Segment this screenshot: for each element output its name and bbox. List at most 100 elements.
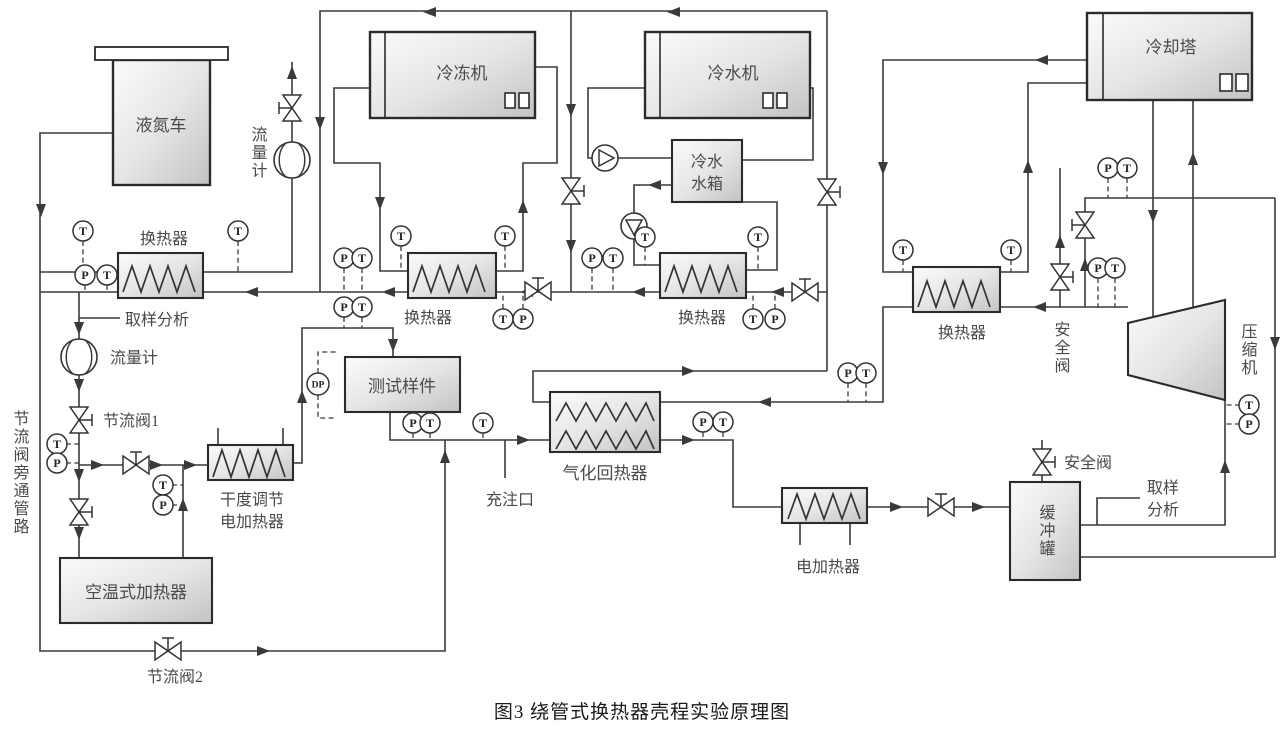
cold-water-tank (670, 138, 744, 204)
svg-text:P: P (1245, 417, 1252, 431)
temperature-indicator: T (1104, 257, 1126, 279)
sampling-analysis-2-label: 取样 (1147, 479, 1179, 497)
svg-text:T: T (899, 243, 907, 257)
svg-text:P: P (340, 251, 347, 265)
temperature-indicator: T (602, 247, 624, 269)
svg-text:DP: DP (312, 381, 325, 391)
air-temp-heater-box (58, 556, 214, 625)
electric-heater-box (780, 486, 869, 525)
cooling-tower (1085, 11, 1254, 102)
safety-valve-2-label: 安全阀 (1064, 454, 1112, 472)
pressure-indicator: P (46, 452, 68, 474)
pressure-indicator: P (333, 296, 355, 318)
svg-text:P: P (409, 416, 416, 430)
temperature-indicator: T (1000, 239, 1022, 261)
svg-text:P: P (81, 268, 88, 282)
pressure-indicator: P (581, 247, 603, 269)
sampling-analysis-2-label: 分析 (1147, 501, 1179, 519)
safety-valve-1-icon (1050, 263, 1074, 291)
temperature-indicator: T (634, 226, 656, 248)
buffer-tank-label: 缓冲罐 (1037, 504, 1056, 558)
hx4-label: 换热器 (938, 324, 986, 342)
svg-text:T: T (79, 224, 87, 238)
valve-icon (524, 277, 552, 301)
heat-exchanger-3 (658, 251, 748, 300)
flowmeter-icon (60, 338, 98, 376)
hx1-label: 换热器 (140, 230, 188, 248)
sampling-analysis-label: 取样分析 (125, 311, 189, 329)
svg-text:P: P (844, 366, 851, 380)
chiller-label: 冷水机 (708, 64, 759, 83)
svg-text:T: T (641, 230, 649, 244)
svg-text:T: T (749, 312, 757, 326)
svg-text:T: T (1007, 243, 1015, 257)
svg-text:P: P (159, 498, 166, 512)
safety-valve-2-icon (1032, 448, 1056, 476)
buffer-tank-box (1008, 480, 1082, 582)
safety-valve-1-label: 安全阀 (1052, 321, 1071, 375)
temperature-indicator: T (855, 362, 877, 384)
valve-icon (927, 493, 955, 517)
cold-water-tank-label: 冷水 (691, 153, 723, 171)
instrument-stems (66, 178, 1240, 506)
pump-icon (591, 144, 619, 172)
temperature-indicator: T (494, 225, 516, 247)
temperature-indicator: T (390, 225, 412, 247)
temperature-indicator: T (1116, 157, 1138, 179)
ln2-truck (94, 46, 229, 187)
cold-water-tank-label: 水箱 (691, 175, 723, 193)
bypass-line-label: 节流阀旁通管路 (11, 410, 30, 536)
pressure-indicator: P (152, 494, 174, 516)
pressure-indicator: P (74, 264, 96, 286)
svg-text:T: T (1111, 261, 1119, 275)
svg-text:T: T (719, 415, 727, 429)
temperature-indicator: T (892, 239, 914, 261)
svg-text:T: T (426, 416, 434, 430)
throttle-valve-2-icon (154, 637, 182, 661)
valve-icon (561, 177, 585, 205)
freezer-label: 冷冻机 (437, 64, 488, 83)
chiller-unit (643, 30, 812, 120)
dp-indicator: DP (306, 372, 330, 396)
electric-heater-label: 电加热器 (796, 558, 860, 576)
hx3-label: 换热器 (678, 309, 726, 327)
svg-text:T: T (1245, 398, 1253, 412)
svg-text:T: T (397, 229, 405, 243)
svg-text:P: P (588, 251, 595, 265)
ln2-truck-label: 液氮车 (136, 116, 187, 135)
pressure-indicator: P (333, 247, 355, 269)
throttle-valve-1-label: 节流阀1 (103, 412, 159, 430)
cooling-tower-label: 冷却塔 (1146, 38, 1197, 57)
svg-text:T: T (53, 437, 61, 451)
valve-icon (817, 178, 841, 206)
temperature-indicator: T (46, 433, 68, 455)
dryness-heater-label: 干度调节 (220, 491, 284, 509)
svg-text:P: P (1094, 261, 1101, 275)
test-sample-label: 测试样件 (368, 377, 436, 396)
pressure-indicator: P (402, 412, 424, 434)
svg-text:T: T (501, 229, 509, 243)
temperature-indicator: T (742, 308, 764, 330)
svg-text:T: T (159, 478, 167, 492)
temperature-indicator: T (747, 226, 769, 248)
temperature-indicator: T (472, 412, 494, 434)
temperature-indicator: T (1238, 394, 1260, 416)
air-temp-heater-label: 空温式加热器 (85, 583, 187, 602)
throttle-valve-2-label: 节流阀2 (147, 668, 203, 686)
valve-icon (791, 278, 819, 302)
svg-text:P: P (519, 312, 526, 326)
svg-text:T: T (1123, 161, 1131, 175)
flow-meter-2-label: 流量计 (110, 349, 158, 367)
temperature-indicator: T (712, 411, 734, 433)
pressure-indicator: P (692, 411, 714, 433)
heat-exchanger-1 (116, 251, 205, 300)
temperature-indicator: T (152, 474, 174, 496)
pressure-indicator: P (764, 308, 786, 330)
labels: 液氮车 流量计 换热器 冷冻机 冷水机 冷水 水箱 冷却塔 取样分析 流量计 节… (11, 38, 1258, 723)
svg-text:T: T (754, 230, 762, 244)
instruments: T T P T P T P T T T T P P T T T T P T P … (46, 157, 1260, 516)
pressure-indicator: P (512, 308, 534, 330)
hx2-label: 换热器 (404, 309, 452, 327)
heat-exchanger-4 (911, 265, 1002, 314)
